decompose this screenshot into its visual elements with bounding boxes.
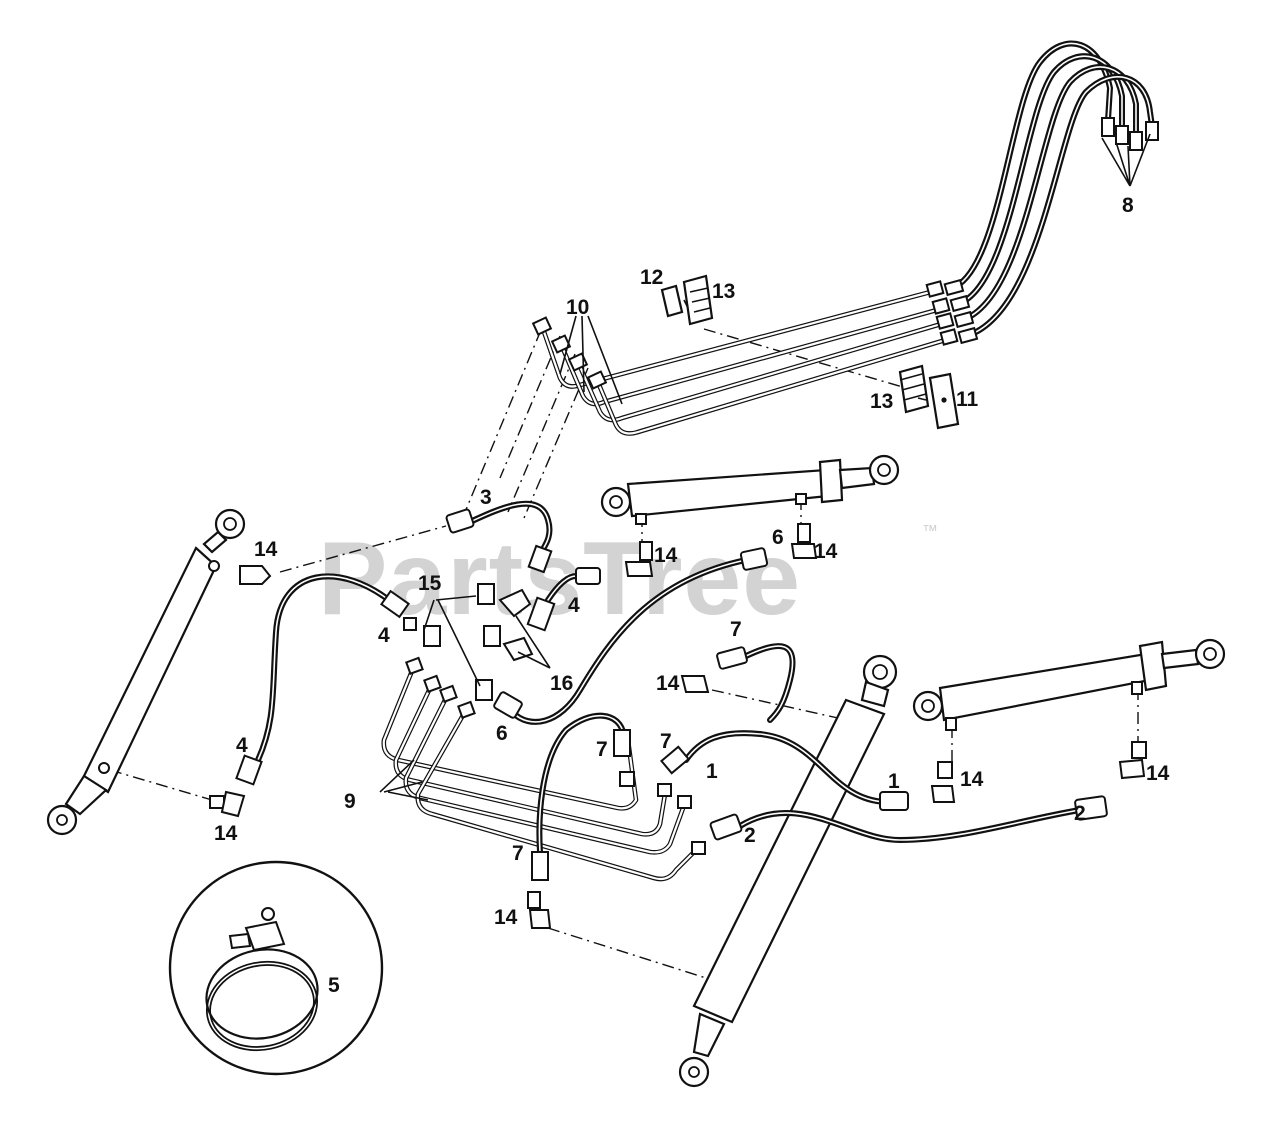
callout-7: 7 (596, 738, 608, 761)
callout-10: 10 (566, 296, 589, 319)
callout-14: 14 (654, 544, 678, 567)
callout-14: 14 (494, 906, 518, 929)
elbow-and-tee-fittings (209, 523, 1147, 929)
callout-16: 16 (550, 672, 573, 695)
rigid-tube-set-10 (531, 280, 959, 436)
callout-7: 7 (512, 842, 524, 865)
callout-12: 12 (640, 266, 663, 289)
callout-4: 4 (568, 594, 580, 617)
callout-2: 2 (744, 824, 756, 847)
callout-14: 14 (656, 672, 680, 695)
callout-14: 14 (1146, 762, 1170, 785)
callout-2: 2 (1074, 802, 1086, 825)
lower-right-cylinder (678, 654, 898, 1088)
callout-4: 4 (236, 734, 248, 757)
watermark-trademark: ™ (922, 523, 938, 540)
callout-7: 7 (660, 730, 672, 753)
watermark: PartsTree ™ (318, 521, 938, 637)
callout-9: 9 (344, 790, 356, 813)
rigid-tube-set-9 (381, 656, 706, 882)
callout-8: 8 (1122, 194, 1134, 217)
callout-6: 6 (772, 526, 784, 549)
upper-middle-cylinder (600, 454, 900, 525)
right-upper-cylinder (912, 638, 1226, 731)
callout-14: 14 (960, 768, 984, 791)
callout-14: 14 (254, 538, 278, 561)
hose-set-8 (943, 40, 1159, 345)
callout-7: 7 (730, 618, 742, 641)
callout-6: 6 (496, 722, 508, 745)
tube-clamp-parts (660, 274, 960, 430)
callout-15: 15 (418, 572, 442, 595)
callout-13: 13 (712, 280, 735, 303)
flexible-hoses (235, 500, 1108, 881)
callout-14: 14 (814, 540, 838, 563)
watermark-brand: PartsTree (318, 521, 801, 637)
left-lift-cylinder (46, 508, 246, 836)
callout-1: 1 (888, 770, 900, 793)
callout-11: 11 (956, 388, 979, 411)
callout-labels: 1 1 2 2 3 4 4 4 5 6 6 7 7 7 7 8 9 10 11 … (214, 194, 1170, 997)
leader-arrows (379, 133, 1151, 801)
callout-5: 5 (328, 974, 340, 997)
hose-clamp-inset (168, 860, 384, 1076)
callout-4: 4 (378, 624, 390, 647)
callout-13: 13 (870, 390, 893, 413)
callout-14: 14 (214, 822, 238, 845)
callout-3: 3 (480, 486, 492, 509)
callout-1: 1 (706, 760, 718, 783)
